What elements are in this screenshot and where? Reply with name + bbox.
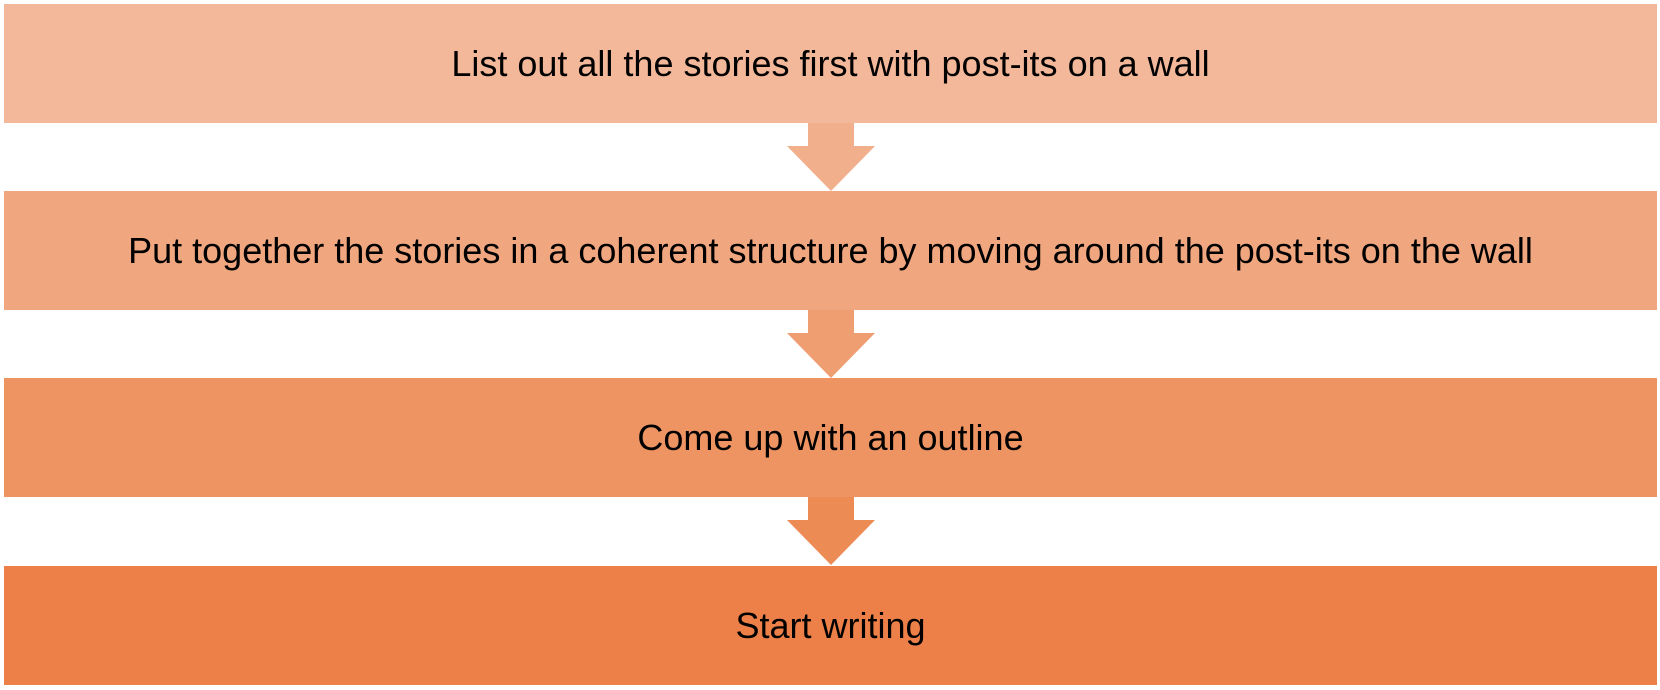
process-step-3: Come up with an outline <box>4 378 1657 497</box>
process-step-1: List out all the stories first with post… <box>4 4 1657 123</box>
process-step-4-label: Start writing <box>735 604 926 646</box>
process-step-3-label: Come up with an outline <box>637 416 1024 458</box>
process-step-4: Start writing <box>4 566 1657 685</box>
down-arrow-icon-2 <box>787 310 875 378</box>
process-step-1-label: List out all the stories first with post… <box>451 42 1210 84</box>
process-step-2: Put together the stories in a coherent s… <box>4 191 1657 310</box>
down-arrow-icon-1 <box>787 123 875 191</box>
process-step-2-label: Put together the stories in a coherent s… <box>128 229 1533 271</box>
down-arrow-icon-3 <box>787 497 875 565</box>
